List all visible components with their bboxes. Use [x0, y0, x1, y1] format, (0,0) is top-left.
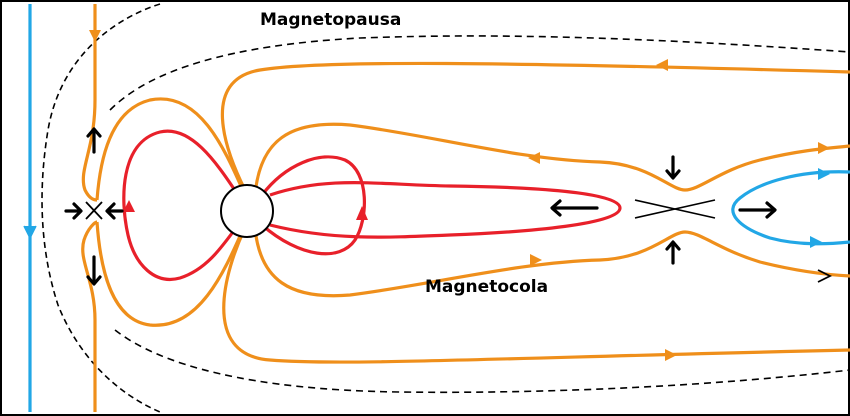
dayside-field-line-upper — [81, 4, 98, 202]
tail-middle-upper-arrowhead — [528, 152, 540, 164]
imf-right-lower-arrowhead — [810, 236, 822, 248]
inner-loop-dayside-arrowhead — [123, 200, 135, 212]
flow-arrow-outflow-up — [86, 127, 102, 154]
tail-middle-lower-arrowhead — [530, 254, 542, 266]
tail-field-line-middle-lower — [253, 227, 850, 298]
flow-arrow-tail-inflow-up — [665, 240, 681, 265]
tail-upper-arrowhead — [656, 59, 668, 71]
closed-field-line-dayside-lower — [95, 221, 247, 327]
tail-field-line-outer-lower — [222, 227, 850, 364]
earth-icon — [220, 184, 274, 238]
flow-arrow-outflow-down — [86, 255, 102, 286]
nightside-x-line-icon — [634, 199, 716, 219]
magnetopause-label: Magnetopausa — [260, 10, 401, 30]
inner-loop-nightside-small — [260, 155, 366, 256]
dayside-arrowhead-top — [89, 30, 101, 42]
closed-field-line-dayside-upper — [95, 97, 247, 201]
magnetopause-lower-dashed — [114, 329, 850, 394]
inner-loop-nightside-long — [269, 181, 622, 239]
magnetopause-outer-dashed — [41, 3, 161, 413]
magnetopause-upper-dashed — [109, 35, 850, 111]
tail-lower-arrowhead — [665, 349, 677, 361]
magnetotail-label: Magnetocola — [425, 277, 548, 297]
inner-loop-dayside — [122, 129, 240, 281]
tail-field-line-middle-upper — [253, 122, 850, 196]
inner-loop-nightside-arrowhead — [356, 206, 368, 220]
tail-middle-lower-right-arrowhead — [817, 269, 833, 283]
imf-right-upper-arrowhead — [818, 168, 830, 180]
flow-arrow-tail-inflow-down — [665, 155, 681, 180]
dayside-x-line-icon — [85, 201, 103, 220]
flow-arrow-tail-earthward — [550, 199, 599, 217]
flow-arrow-tail-tailward — [738, 201, 777, 219]
imf-arrowhead-down — [23, 225, 37, 240]
flow-arrow-inflow-left — [64, 202, 83, 220]
tail-field-line-outer-upper — [220, 61, 850, 191]
dayside-field-line-lower — [81, 220, 98, 412]
tail-middle-upper-right-arrowhead — [818, 142, 830, 154]
flow-arrow-inflow-right — [105, 202, 124, 220]
